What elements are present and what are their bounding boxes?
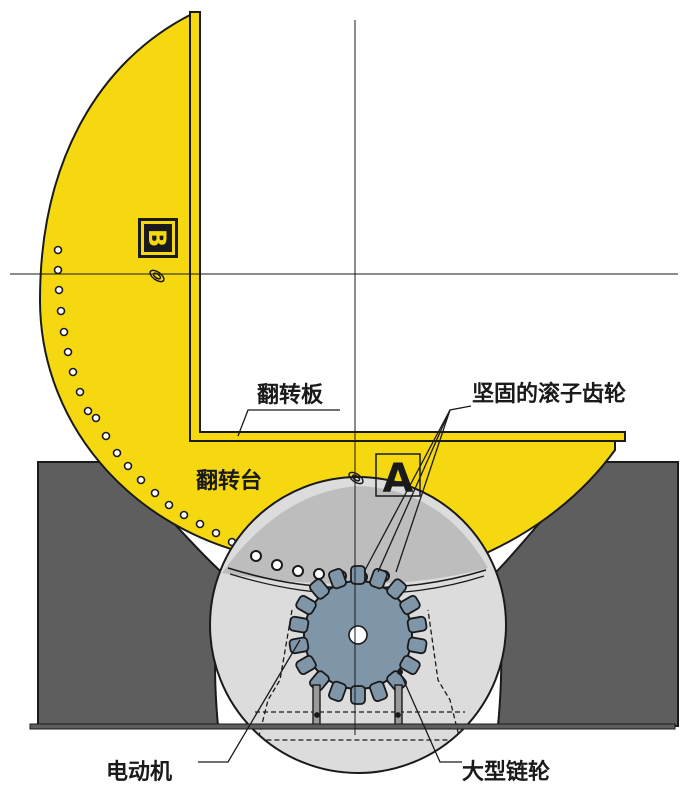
label-flip-plate: 翻转板 [257, 382, 324, 408]
guide-hole-row [53, 245, 237, 547]
svg-text:B: B [143, 229, 171, 247]
svg-text:A: A [383, 456, 414, 502]
marker-a: A [375, 453, 421, 502]
label-roller-gear: 坚固的滚子齿轮 [472, 381, 626, 407]
flip-plate [189, 11, 626, 442]
pivot-hole-a [348, 471, 364, 485]
center-lines [10, 20, 678, 735]
ground-line [29, 723, 676, 730]
flip-table [38, 12, 616, 566]
label-flip-table: 翻转台 [196, 468, 262, 494]
pivot-hole-b [149, 269, 165, 283]
label-sprocket: 大型链轮 [462, 759, 550, 785]
leader-lines [198, 405, 472, 763]
sprocket-hub-hole [348, 625, 368, 645]
label-motor: 电动机 [106, 760, 172, 785]
large-sprocket [288, 565, 428, 705]
marker-b: B [138, 218, 178, 258]
